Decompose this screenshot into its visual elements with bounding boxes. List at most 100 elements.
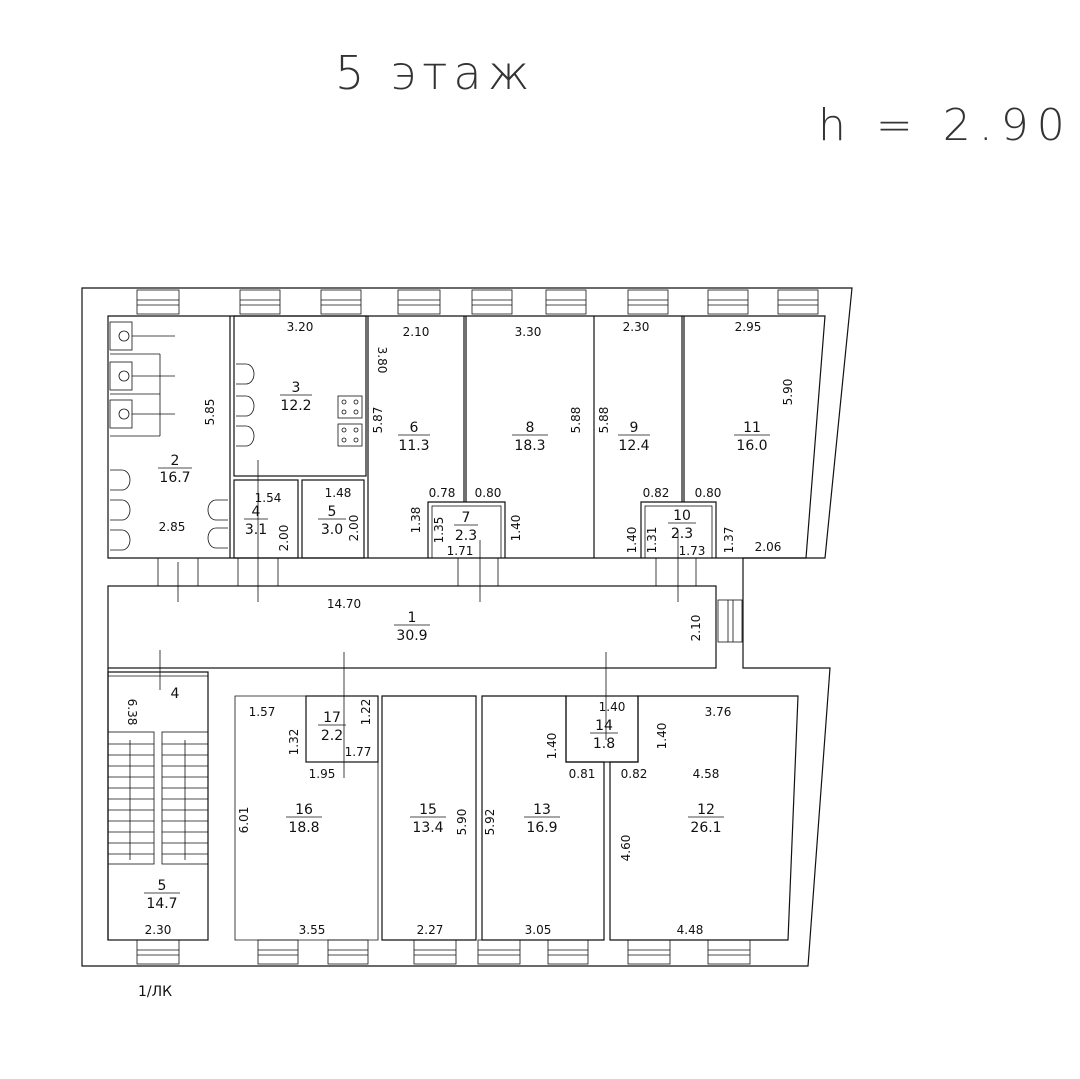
room-2-number: 2 [171,453,180,469]
dimension-label: 3.05 [525,923,552,937]
dimension-label: 1.73 [679,544,706,558]
room-12-area: 26.1 [690,820,721,836]
dimension-label: 2.27 [417,923,444,937]
dimension-label: 1.35 [432,517,446,544]
dimension-label: 5.90 [455,809,469,836]
room-9-number: 9 [630,420,639,436]
wc-fixtures [109,321,363,551]
room-17-number: 17 [323,710,341,726]
room-6-number: 6 [410,420,419,436]
room-8-area: 18.3 [514,438,545,454]
room-10-number: 10 [673,508,691,524]
dimension-label: 1.40 [509,515,523,542]
lower-partitions [107,668,799,941]
dimension-label: 1.40 [545,733,559,760]
windows-bottom [136,939,751,965]
dimension-label: 3.55 [299,923,326,937]
outer-walls [81,287,853,967]
dimension-label: 1.32 [287,729,301,756]
room-8-number: 8 [526,420,535,436]
dimension-label: 1.31 [645,527,659,554]
stair-steps [108,743,208,855]
dimension-label: 0.81 [569,767,596,781]
stair-4-number: 4 [171,686,180,702]
dimension-labels: 3.20 3.80 2.10 3.30 2.30 2.95 5.90 5.85 … [125,320,795,937]
dimension-label: 2.06 [755,540,782,554]
dimension-label: 1.95 [309,767,336,781]
footer-note: 1/ЛК [138,984,172,1000]
dimension-label: 2.95 [735,320,762,334]
dimension-label: 4.48 [677,923,704,937]
room-4-number: 4 [252,504,261,520]
room-16-area: 18.8 [288,820,319,836]
dimension-label: 1.77 [345,745,372,759]
dimension-label: 3.76 [705,705,732,719]
room-14-area: 1.8 [593,736,615,752]
dimension-label: 1.40 [655,723,669,750]
corridor-outline [107,585,717,669]
room-11-number: 11 [743,420,761,436]
dimension-label: 0.80 [475,486,502,500]
room-2-area: 16.7 [159,470,190,486]
room-15-number: 15 [419,802,437,818]
room-1-number: 1 [408,610,417,626]
dimension-label: 1.40 [599,700,626,714]
room-13-area: 16.9 [526,820,557,836]
dimension-label: 1.71 [447,544,474,558]
dimension-label: 5.88 [597,407,611,434]
room-9-area: 12.4 [618,438,649,454]
room-6-area: 11.3 [398,438,429,454]
dimension-label: 5.85 [203,399,217,426]
upper-partitions [229,315,717,559]
room-12-number: 12 [697,802,715,818]
dimension-label: 0.78 [429,486,456,500]
dimension-label: 1.40 [625,527,639,554]
dimension-label: 5.88 [569,407,583,434]
dimension-label: 0.82 [621,767,648,781]
dimension-label: 2.10 [689,615,703,642]
dimension-label: 3.30 [515,325,542,339]
room-16-number: 16 [295,802,313,818]
door-ticks [157,460,697,778]
dimension-label: 1.22 [359,699,373,726]
room-5b-area: 14.7 [146,896,177,912]
dimension-label: 14.70 [327,597,361,611]
dimension-label: 3.20 [287,320,314,334]
dimension-label: 1.48 [325,486,352,500]
dimension-label: 0.82 [643,486,670,500]
room-7-number: 7 [462,510,471,526]
dimension-label: 6.38 [125,699,139,726]
room-5b-number: 5 [158,878,167,894]
room-7-area: 2.3 [455,528,477,544]
room-3-area: 12.2 [280,398,311,414]
room-1-area: 30.9 [396,628,427,644]
dimension-label: 5.92 [483,809,497,836]
dimension-label: 5.87 [371,407,385,434]
dimension-label: 2.30 [623,320,650,334]
dimension-label: 4.60 [619,835,633,862]
dimension-label: 5.90 [781,379,795,406]
dimension-label: 1.38 [409,507,423,534]
dimension-label: 1.57 [249,705,276,719]
entrance-door [717,599,743,643]
ceiling-height-label: h = 2.90 [818,100,1073,151]
dimension-label: 6.01 [237,807,251,834]
dimension-label: 2.10 [403,325,430,339]
dimension-label: 4.58 [693,767,720,781]
room-13-number: 13 [533,802,551,818]
room-5a-number: 5 [328,504,337,520]
room-4-area: 3.1 [245,522,267,538]
room-3-number: 3 [292,380,301,396]
room-15-area: 13.4 [412,820,443,836]
dimension-label: 2.30 [145,923,172,937]
dimension-label: 1.54 [255,491,282,505]
room-10-area: 2.3 [671,526,693,542]
room-14-number: 14 [595,718,613,734]
windows-top [136,289,819,315]
dimension-label: 1.37 [722,527,736,554]
floor-title: 5 этаж [335,46,536,100]
room-5a-area: 3.0 [321,522,343,538]
room-11-area: 16.0 [736,438,767,454]
room-labels: 2 16.7 3 12.2 4 3.1 5 3.0 6 11.3 7 2.3 8… [144,380,770,912]
